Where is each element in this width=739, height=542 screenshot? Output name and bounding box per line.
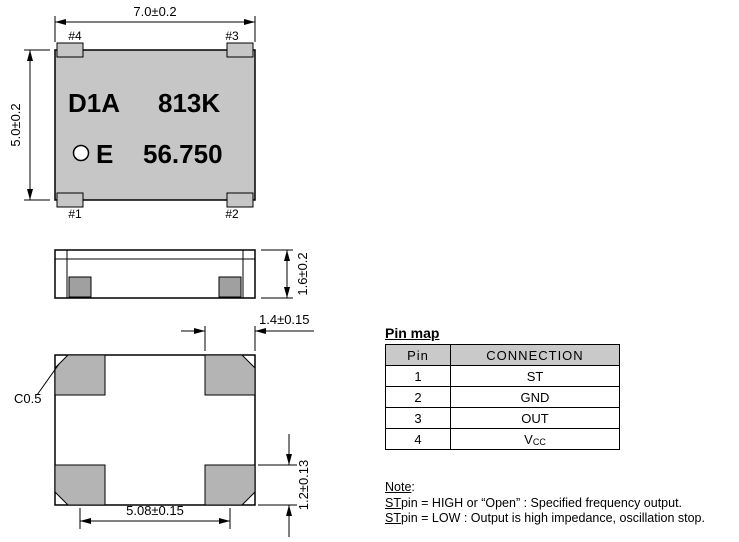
top-view: #4 #3 #1 #2 D1A 813K E 56.750 7.0±0.2 — [8, 4, 256, 221]
arrowhead — [80, 518, 91, 524]
bottom-pad-top-left — [54, 354, 106, 396]
dim-thickness-label: 1.6±0.2 — [295, 252, 310, 295]
dim-height-label: 5.0±0.2 — [8, 103, 23, 146]
pin-map-section: Pin map Pin CONNECTION 1 ST 2 GND 3 OUT — [385, 325, 620, 450]
arrowhead — [244, 19, 255, 25]
package-body-top-view — [54, 49, 256, 201]
note-line-1: STpin = HIGH or “Open” : Specified frequ… — [385, 496, 730, 512]
pin-number: 1 — [385, 365, 451, 387]
pin-map-header-connection: CONNECTION — [450, 344, 620, 366]
chamfer-label: C0.5 — [14, 391, 41, 406]
corner-pad-1 — [56, 192, 84, 208]
arrowhead — [284, 287, 290, 298]
dim-pad-width-label: 1.4±0.15 — [259, 312, 310, 327]
pin-map-row-1: 1 ST — [385, 365, 620, 387]
pin-map-table: Pin CONNECTION 1 ST 2 GND 3 OUT 4 VCC — [385, 344, 620, 450]
vcc-subscript: CC — [532, 436, 546, 447]
corner-pad-2 — [226, 192, 254, 208]
note-line-1-text: pin = HIGH or “Open” : Specified frequen… — [400, 495, 683, 510]
marking-lot-code: D1A — [68, 88, 120, 118]
arrowhead — [255, 328, 266, 334]
pin-map-header-pin: Pin — [385, 344, 451, 366]
note-line-2: STpin = LOW : Output is high impedance, … — [385, 511, 730, 527]
pin-map-title: Pin map — [385, 325, 440, 341]
bottom-pad-bottom-left — [54, 464, 106, 506]
pin-connection: GND — [450, 386, 620, 408]
marking-series-letter: E — [96, 139, 113, 169]
pin-number: 2 — [385, 386, 451, 408]
dimension-width: 7.0±0.2 — [54, 4, 256, 42]
chamfer-callout: C0.5 — [14, 363, 60, 406]
note-title: Note — [385, 480, 412, 494]
side-pad-left — [68, 276, 92, 298]
corner-pad-3 — [226, 42, 254, 58]
note-line-2-text: pin = LOW : Output is high impedance, os… — [400, 511, 705, 525]
note-title-line: Note: — [385, 480, 730, 496]
arrowhead — [27, 189, 33, 200]
side-view: 1.6±0.2 — [54, 249, 310, 299]
side-pad-right — [218, 276, 242, 298]
pad-label-3: #3 — [225, 29, 239, 43]
pad-label-1: #1 — [68, 207, 82, 221]
st-signal-label: ST — [385, 495, 401, 510]
arrowhead — [27, 50, 33, 61]
pin1-indicator-dot — [72, 144, 90, 162]
pin-connection: ST — [450, 365, 620, 387]
pin-connection: VCC — [450, 428, 620, 450]
arrowhead — [194, 328, 205, 334]
vcc-main: V — [524, 431, 533, 447]
corner-pad-4 — [56, 42, 84, 58]
dimension-height: 5.0±0.2 — [8, 49, 50, 201]
dimension-pad-width: 1.4±0.15 — [181, 312, 314, 351]
arrowhead — [286, 454, 292, 465]
bottom-view: C0.5 1.4±0.15 5.08±0.15 — [14, 312, 314, 537]
marking-date-code: 813K — [158, 88, 220, 118]
marking-frequency: 56.750 — [143, 139, 223, 169]
dimension-pad-pitch: 5.08±0.15 — [79, 503, 231, 529]
bottom-pad-bottom-right — [204, 464, 256, 506]
dimension-pad-height: 1.2±0.13 — [258, 434, 311, 537]
pin-map-row-2: 2 GND — [385, 386, 620, 408]
pad-label-4: #4 — [68, 29, 82, 43]
pin-map-row-3: 3 OUT — [385, 407, 620, 429]
arrowhead — [286, 505, 292, 516]
arrowhead — [55, 19, 66, 25]
st-signal-label: ST — [385, 511, 401, 525]
dim-width-label: 7.0±0.2 — [133, 4, 176, 19]
bottom-pad-top-right — [204, 354, 256, 396]
pad-label-2: #2 — [225, 207, 239, 221]
arrowhead — [219, 518, 230, 524]
dim-pad-height-label: 1.2±0.13 — [296, 460, 311, 511]
dim-pad-pitch-label: 5.08±0.15 — [126, 503, 184, 518]
arrowhead — [284, 250, 290, 261]
pin-map-row-4: 4 VCC — [385, 428, 620, 450]
pin-number: 4 — [385, 428, 451, 450]
pin-connection: OUT — [450, 407, 620, 429]
note-section: Note: STpin = HIGH or “Open” : Specified… — [385, 480, 730, 527]
pin-map-header-row: Pin CONNECTION — [385, 344, 620, 366]
leader-line — [36, 363, 60, 396]
pin-number: 3 — [385, 407, 451, 429]
dimension-thickness: 1.6±0.2 — [261, 249, 310, 299]
note-title-colon: : — [411, 480, 415, 494]
